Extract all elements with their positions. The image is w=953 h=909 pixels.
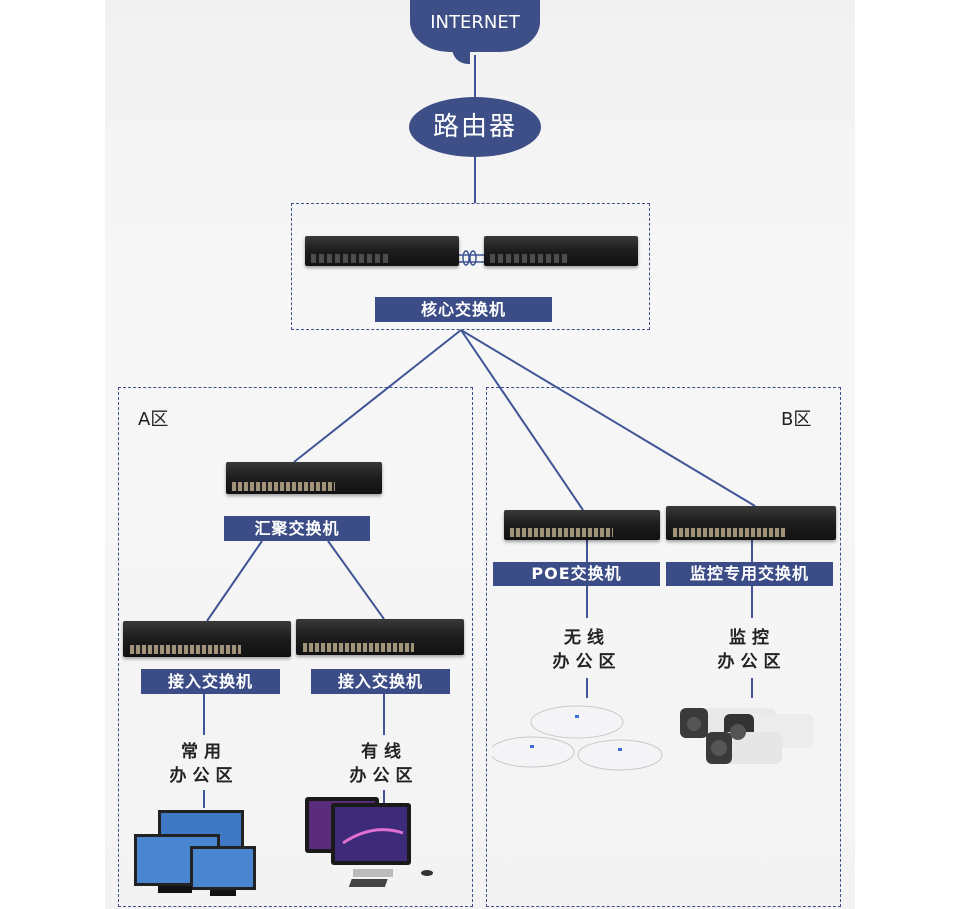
link-core-monitor bbox=[460, 329, 756, 507]
zone-a-label: A区 bbox=[138, 409, 169, 430]
area-monitoring-office: 监控 办公区 bbox=[717, 628, 787, 672]
zone-b bbox=[486, 387, 841, 907]
router-node: 路由器 bbox=[409, 97, 541, 157]
stack-link-icon bbox=[458, 250, 486, 266]
internet-label: INTERNET bbox=[430, 12, 520, 33]
zone-a bbox=[118, 387, 473, 907]
monitoring-switch-label: 监控专用交换机 bbox=[666, 562, 833, 586]
poe-switch-label: POE交换机 bbox=[493, 562, 660, 586]
link-core-aggregation bbox=[293, 329, 462, 463]
core-switch-1-icon bbox=[305, 236, 459, 266]
desktop-computers-icon bbox=[305, 797, 433, 887]
area-wireless-office: 无线 办公区 bbox=[552, 628, 622, 672]
monitors-icon bbox=[134, 810, 256, 896]
zone-b-label: B区 bbox=[781, 409, 812, 430]
wireless-ap-icon bbox=[492, 705, 663, 771]
link-core-poe bbox=[460, 329, 584, 511]
area-wired-office: 有线 办公区 bbox=[349, 742, 419, 786]
core-zone bbox=[291, 203, 650, 330]
monitoring-switch-icon bbox=[666, 506, 836, 540]
access-switch-1-label: 接入交换机 bbox=[141, 669, 280, 694]
access-switch-1-icon bbox=[123, 621, 291, 657]
poe-switch-icon bbox=[504, 510, 660, 540]
router-label: 路由器 bbox=[432, 112, 517, 142]
internet-cloud: INTERNET bbox=[410, 0, 540, 64]
core-switch-2-icon bbox=[484, 236, 638, 266]
cctv-camera-icon bbox=[680, 708, 814, 764]
link-agg-access1 bbox=[206, 540, 263, 622]
area-common-office: 常用 办公区 bbox=[169, 742, 239, 786]
access-switch-2-icon bbox=[296, 619, 464, 655]
aggregation-switch-label: 汇聚交换机 bbox=[224, 516, 370, 541]
access-switch-2-label: 接入交换机 bbox=[311, 669, 450, 694]
aggregation-switch-icon bbox=[226, 462, 382, 494]
link-agg-access2 bbox=[327, 540, 385, 620]
core-switch-label: 核心交换机 bbox=[375, 297, 552, 322]
